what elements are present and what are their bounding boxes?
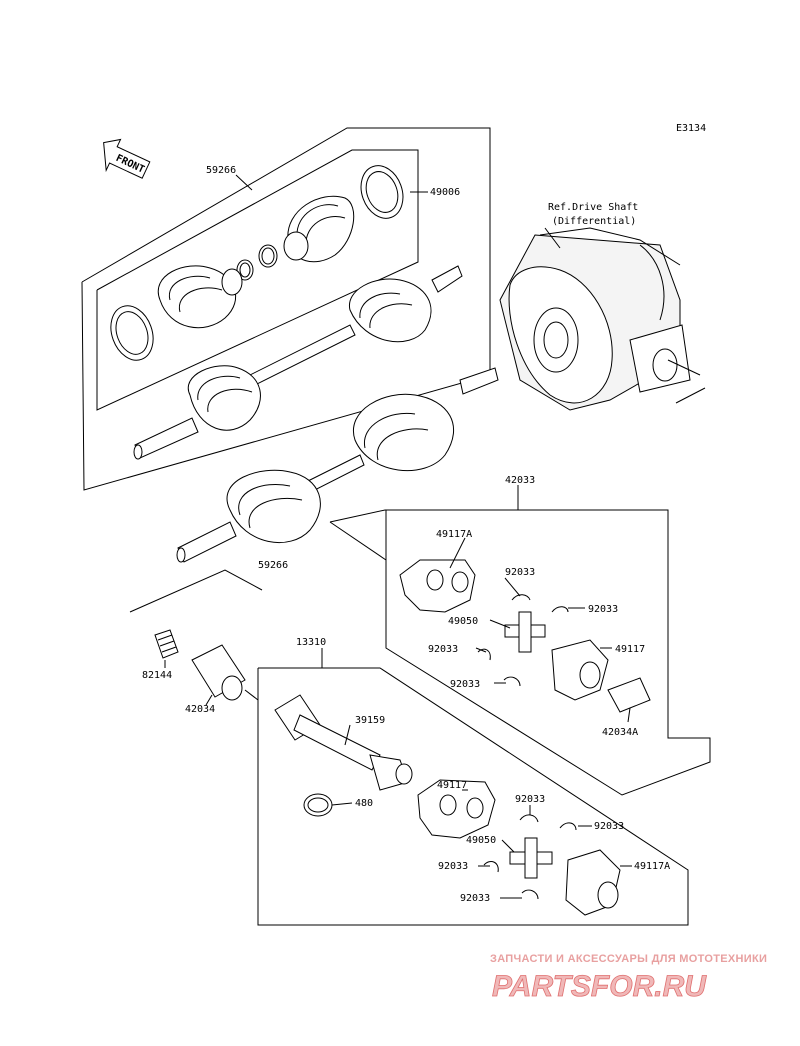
differential-housing	[499, 227, 701, 411]
spring-82144	[154, 629, 179, 659]
label-42034: 42034	[185, 704, 215, 715]
label-92033-u2: 92033	[588, 604, 618, 615]
label-49050-upper: 49050	[448, 616, 478, 627]
boot-kit-parts	[110, 165, 404, 361]
label-49117A-lower: 49117A	[634, 861, 670, 872]
diagram-code: E3134	[676, 123, 706, 134]
kit-frame-59266	[81, 127, 491, 491]
kit-frame-42033	[329, 509, 711, 796]
label-480: 480	[355, 798, 373, 809]
label-49117-lower: 49117	[437, 780, 467, 791]
propeller-shaft-39159	[274, 694, 413, 791]
universal-joint-lower	[417, 779, 621, 916]
label-82144: 82144	[142, 670, 172, 681]
label-92033-l1: 92033	[515, 794, 545, 805]
circlip-480-icon	[303, 793, 333, 817]
kit-frame-small	[129, 569, 263, 613]
kit-frame-49006	[96, 149, 419, 411]
label-59266-top: 59266	[206, 165, 236, 176]
label-49006: 49006	[430, 187, 460, 198]
drive-axle-lower	[176, 367, 499, 563]
label-92033-l3: 92033	[438, 861, 468, 872]
coupler-42034	[191, 644, 246, 701]
label-13310: 13310	[296, 637, 326, 648]
label-92033-l2: 92033	[594, 821, 624, 832]
ref-note-line2: (Differential)	[552, 216, 636, 227]
label-92033-u3: 92033	[428, 644, 458, 655]
ref-note-line1: Ref.Drive Shaft	[548, 202, 638, 213]
label-49117A-upper: 49117A	[436, 529, 472, 540]
kit-frame-13310	[257, 667, 689, 926]
label-92033-l4: 92033	[460, 893, 490, 904]
label-42033: 42033	[505, 475, 535, 486]
watermark-tagline: ЗАПЧАСТИ И АКСЕССУАРЫ ДЛЯ МОТОТЕХНИКИ	[490, 953, 767, 965]
label-39159: 39159	[355, 715, 385, 726]
label-42034A: 42034A	[602, 727, 638, 738]
watermark-brand: PARTSFOR.RU	[492, 970, 707, 1003]
universal-joint-upper	[399, 559, 651, 713]
label-59266-bottom: 59266	[258, 560, 288, 571]
label-92033-u1: 92033	[505, 567, 535, 578]
front-arrow-icon: FRONT	[103, 138, 151, 179]
label-49117-upper: 49117	[615, 644, 645, 655]
label-92033-u4: 92033	[450, 679, 480, 690]
label-49050-lower: 49050	[466, 835, 496, 846]
drive-axle-upper	[133, 265, 463, 460]
